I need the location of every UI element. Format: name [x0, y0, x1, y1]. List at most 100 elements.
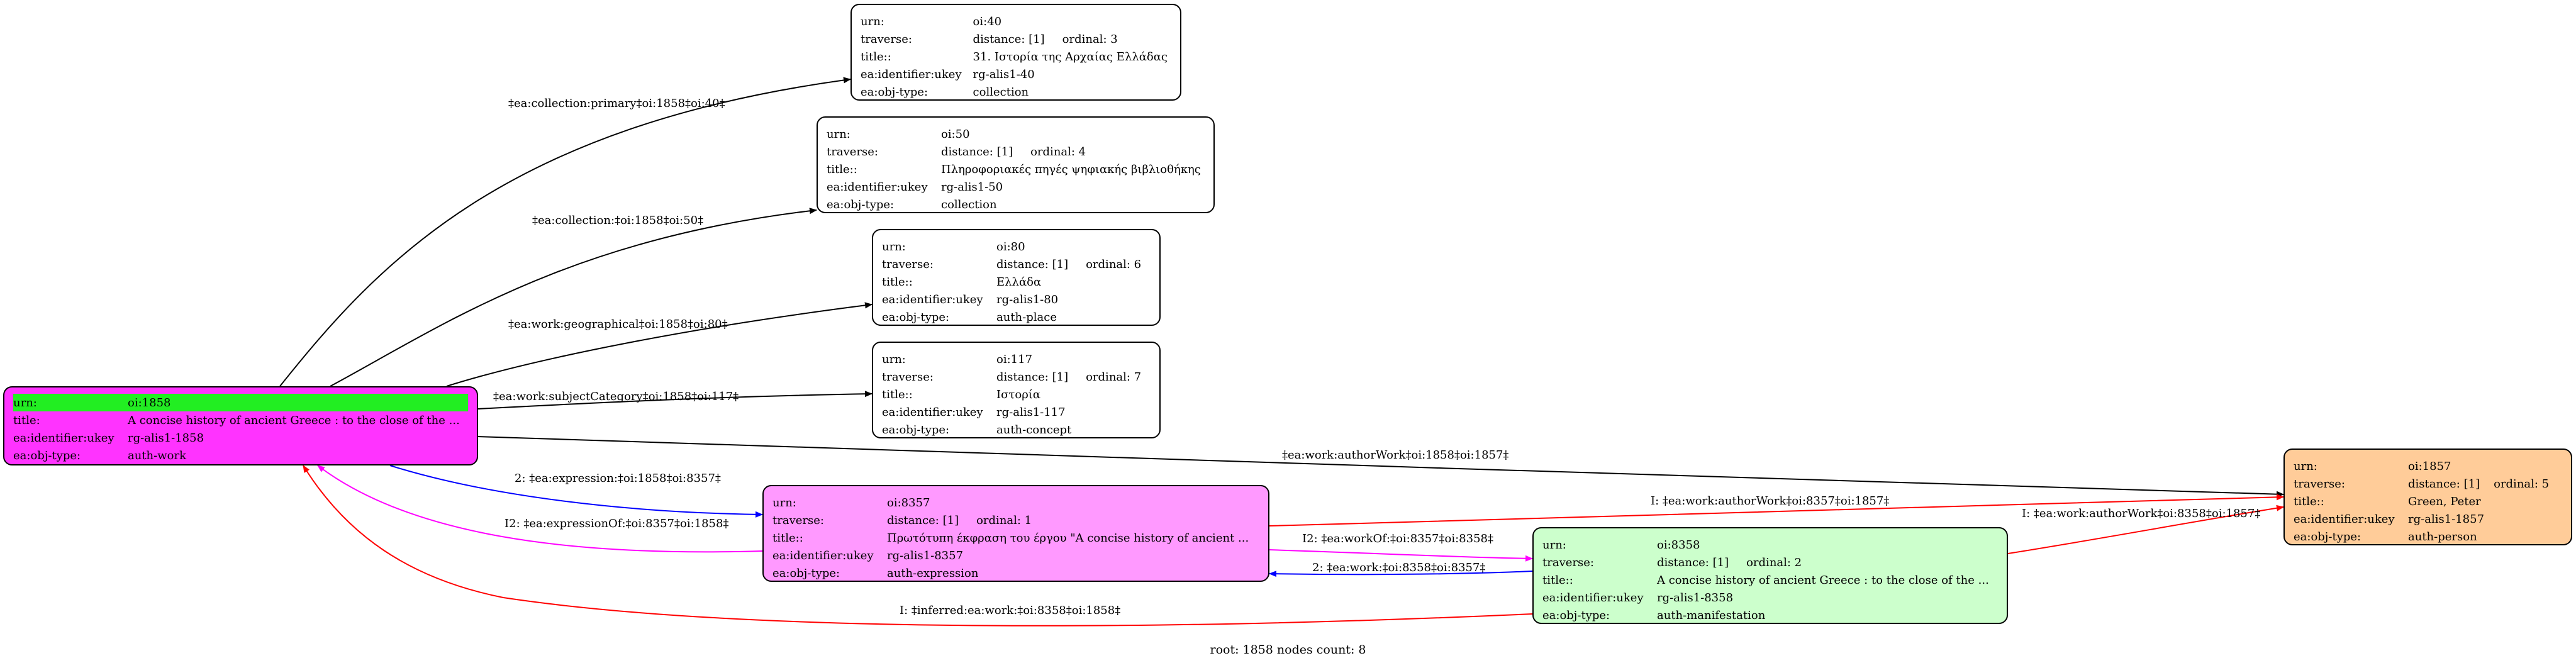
field-label-urn: urn:	[882, 240, 906, 254]
field-label-urn: urn:	[861, 14, 884, 28]
field-label-title: title::	[861, 50, 891, 64]
field-value-urn: oi:117	[996, 352, 1033, 366]
field-value-title: A concise history of ancient Greece : to…	[128, 413, 460, 427]
field-label-title: title::	[772, 531, 803, 545]
edge-e1	[279, 77, 851, 387]
field-value-urn: oi:8357	[887, 496, 930, 510]
field-value-urn: oi:50	[941, 127, 970, 141]
field-label-objtype: ea:obj-type:	[13, 448, 81, 462]
field-label-traverse: traverse:	[882, 257, 934, 271]
field-value-ordinal: ordinal: 4	[1030, 145, 1086, 159]
field-value-ukey: rg-alis1-117	[996, 405, 1066, 419]
node-oi-8357[interactable]: urn:oi:8357 traverse:distance: [1]ordina…	[762, 485, 1269, 582]
field-value-distance: distance: [1]	[996, 370, 1069, 384]
edge-label-e10: 2: ‡ea:work:‡oi:8358‡oi:8357‡	[1312, 561, 1485, 574]
field-label-traverse: traverse:	[772, 513, 824, 527]
node-oi-8358[interactable]: urn: oi:8358 traverse: distance: [1] ordina…	[1532, 527, 2008, 624]
edge-e3	[446, 302, 873, 387]
field-value-ordinal: ordinal: 6	[1086, 257, 1142, 271]
field-label-ukey: ea:identifier:ukey	[13, 431, 114, 445]
field-value-distance: distance: [1]	[2408, 477, 2480, 491]
field-value-objtype: auth-place	[996, 310, 1057, 324]
edge-label-e3: ‡ea:work:geographical‡oi:1858‡oi:80‡	[508, 318, 728, 331]
node-oi-50[interactable]: urn: oi:50 traverse: distance: [1] ordinal:…	[817, 116, 1215, 213]
field-label-urn: urn:	[1542, 538, 1566, 552]
edge-e11	[2007, 504, 2284, 554]
edge-e4	[477, 391, 873, 410]
edge-label-e6: 2: ‡ea:expression:‡oi:1858‡oi:8357‡	[515, 472, 721, 485]
field-value-distance: distance: [1]	[996, 257, 1069, 271]
node-oi-117[interactable]: urn:oi:117 traverse:distance: [1]ordinal…	[872, 342, 1161, 438]
field-label-ukey: ea:identifier:ukey	[827, 180, 928, 194]
field-label-objtype: ea:obj-type:	[772, 566, 840, 580]
field-value-ukey: rg-alis1-40	[973, 67, 1035, 81]
field-value-ordinal: ordinal: 2	[1746, 555, 1802, 569]
edge-e6	[389, 465, 763, 518]
field-value-urn: oi:1857	[2408, 459, 2451, 473]
edge-e7	[317, 465, 763, 553]
node-oi-40[interactable]: urn:oi:40 traverse:distance: [1]ordinal:…	[850, 4, 1181, 101]
field-value-title: Πρωτότυπη έκφραση του έργου "A concise h…	[887, 531, 1249, 545]
edge-e10	[1269, 571, 1533, 577]
field-value-title: Ιστορία	[996, 387, 1040, 401]
field-value-distance: distance: [1]	[941, 145, 1013, 159]
field-value-urn: oi:1858	[128, 394, 468, 411]
field-value-distance: distance: [1]	[973, 32, 1045, 46]
field-label-objtype: ea:obj-type:	[882, 310, 950, 324]
field-value-ukey: rg-alis1-1858	[128, 431, 204, 445]
field-label-objtype: ea:obj-type:	[827, 198, 895, 211]
edge-e9	[1269, 549, 1533, 562]
field-label-urn: urn:	[827, 127, 850, 141]
edge-e5	[477, 436, 2284, 498]
field-label-urn: urn:	[2294, 459, 2317, 473]
field-value-ukey: rg-alis1-8358	[1657, 591, 1734, 604]
node-oi-1857[interactable]: urn: oi:1857 traverse: distance: [1] ordina…	[2283, 448, 2572, 545]
edge-label-e11: I: ‡ea:work:authorWork‡oi:8358‡oi:1857‡	[2022, 507, 2260, 520]
field-value-ukey: rg-alis1-1857	[2408, 512, 2485, 526]
field-label-title: title::	[882, 275, 913, 289]
node-oi-80[interactable]: urn: oi:80 traverse: distance: [1] ordinal:…	[872, 229, 1161, 326]
edge-label-e4: ‡ea:work:subjectCategory‡oi:1858‡oi:117‡	[493, 390, 739, 403]
field-value-objtype: auth-expression	[887, 566, 979, 580]
field-label-objtype: ea:obj-type:	[1542, 608, 1610, 622]
field-value-objtype: auth-person	[2408, 530, 2477, 543]
field-label-objtype: ea:obj-type:	[882, 423, 950, 437]
field-value-ukey: rg-alis1-50	[941, 180, 1003, 194]
field-value-urn: oi:80	[996, 240, 1025, 254]
field-label-traverse: traverse:	[861, 32, 912, 46]
field-value-distance: distance: [1]	[1657, 555, 1729, 569]
field-label-traverse: traverse:	[827, 145, 878, 159]
field-label-urn: urn:	[772, 496, 796, 510]
field-value-urn: oi:40	[973, 14, 1002, 28]
field-value-title: A concise history of ancient Greece : to…	[1657, 573, 1989, 587]
field-label-title: title::	[827, 162, 857, 176]
field-value-objtype: auth-concept	[996, 423, 1072, 437]
field-value-ukey: rg-alis1-80	[996, 292, 1059, 306]
field-label-traverse: traverse:	[1542, 555, 1594, 569]
field-label-urn: urn:	[13, 394, 128, 411]
field-label-title: title::	[1542, 573, 1573, 587]
field-value-objtype: collection	[941, 198, 997, 211]
field-label-traverse: traverse:	[2294, 477, 2345, 491]
edge-label-e7: I2: ‡ea:expressionOf:‡oi:8357‡oi:1858‡	[505, 517, 728, 530]
field-value-ordinal: ordinal: 5	[2494, 477, 2550, 491]
field-label-ukey: ea:identifier:ukey	[772, 549, 874, 562]
field-value-objtype: collection	[973, 85, 1029, 99]
node-oi-1858-root[interactable]: urn:oi:1858 title: A concise history of a…	[3, 386, 478, 465]
field-value-urn: oi:8358	[1657, 538, 1700, 552]
field-label-title: title:	[13, 413, 40, 427]
field-label-ukey: ea:identifier:ukey	[1542, 591, 1644, 604]
field-value-distance: distance: [1]	[887, 513, 959, 527]
field-value-ukey: rg-alis1-8357	[887, 549, 964, 562]
edge-label-e1: ‡ea:collection:primary‡oi:1858‡oi:40‡	[508, 97, 725, 110]
field-value-title: Ελλάδα	[996, 275, 1042, 289]
edge-e2	[330, 208, 817, 387]
field-label-title: title::	[2294, 494, 2324, 508]
graph-footer: root: 1858 nodes count: 8	[1210, 643, 1366, 657]
edge-label-e12: I: ‡inferred:ea:work:‡oi:8358‡oi:1858‡	[900, 604, 1120, 617]
edge-label-e9: I2: ‡ea:workOf:‡oi:8357‡oi:8358‡	[1302, 532, 1493, 545]
field-label-ukey: ea:identifier:ukey	[882, 292, 983, 306]
field-label-ukey: ea:identifier:ukey	[2294, 512, 2395, 526]
